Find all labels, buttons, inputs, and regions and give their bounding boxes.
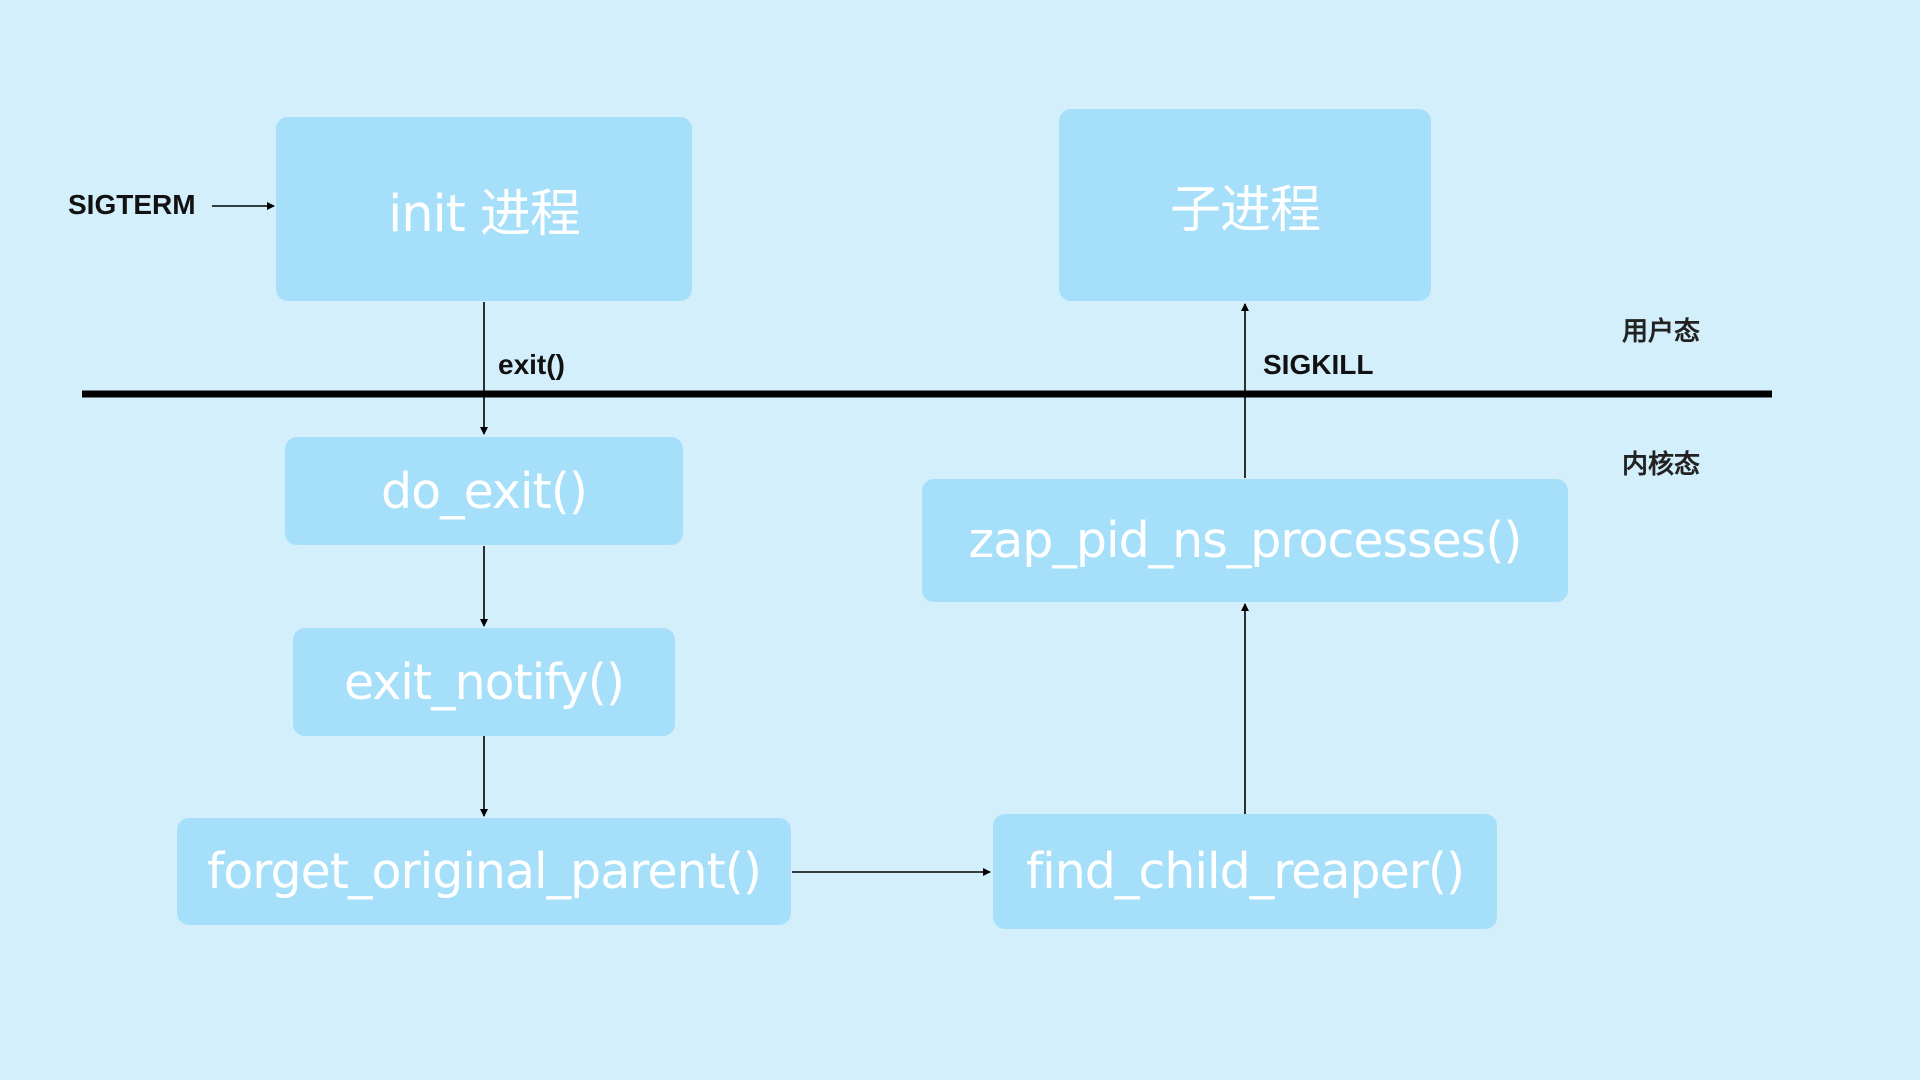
child-process-node: 子进程 xyxy=(1059,109,1431,301)
sigterm-label: SIGTERM xyxy=(68,189,196,220)
zap-pid-ns-processes-node: zap_pid_ns_processes() xyxy=(922,479,1568,602)
user-space-label: 用户态 xyxy=(1622,317,1701,347)
kernel-space-label: 内核态 xyxy=(1622,450,1701,480)
forget-original-parent-node: forget_original_parent() xyxy=(177,818,791,925)
exit-notify-node: exit_notify() xyxy=(293,628,675,736)
do-exit-node: do_exit() xyxy=(285,437,683,545)
init-process-node: init 进程 xyxy=(276,117,692,301)
sigkill-label: SIGKILL xyxy=(1263,349,1374,380)
find-child-reaper-node: find_child_reaper() xyxy=(993,814,1497,929)
exit-call-label: exit() xyxy=(498,349,565,380)
